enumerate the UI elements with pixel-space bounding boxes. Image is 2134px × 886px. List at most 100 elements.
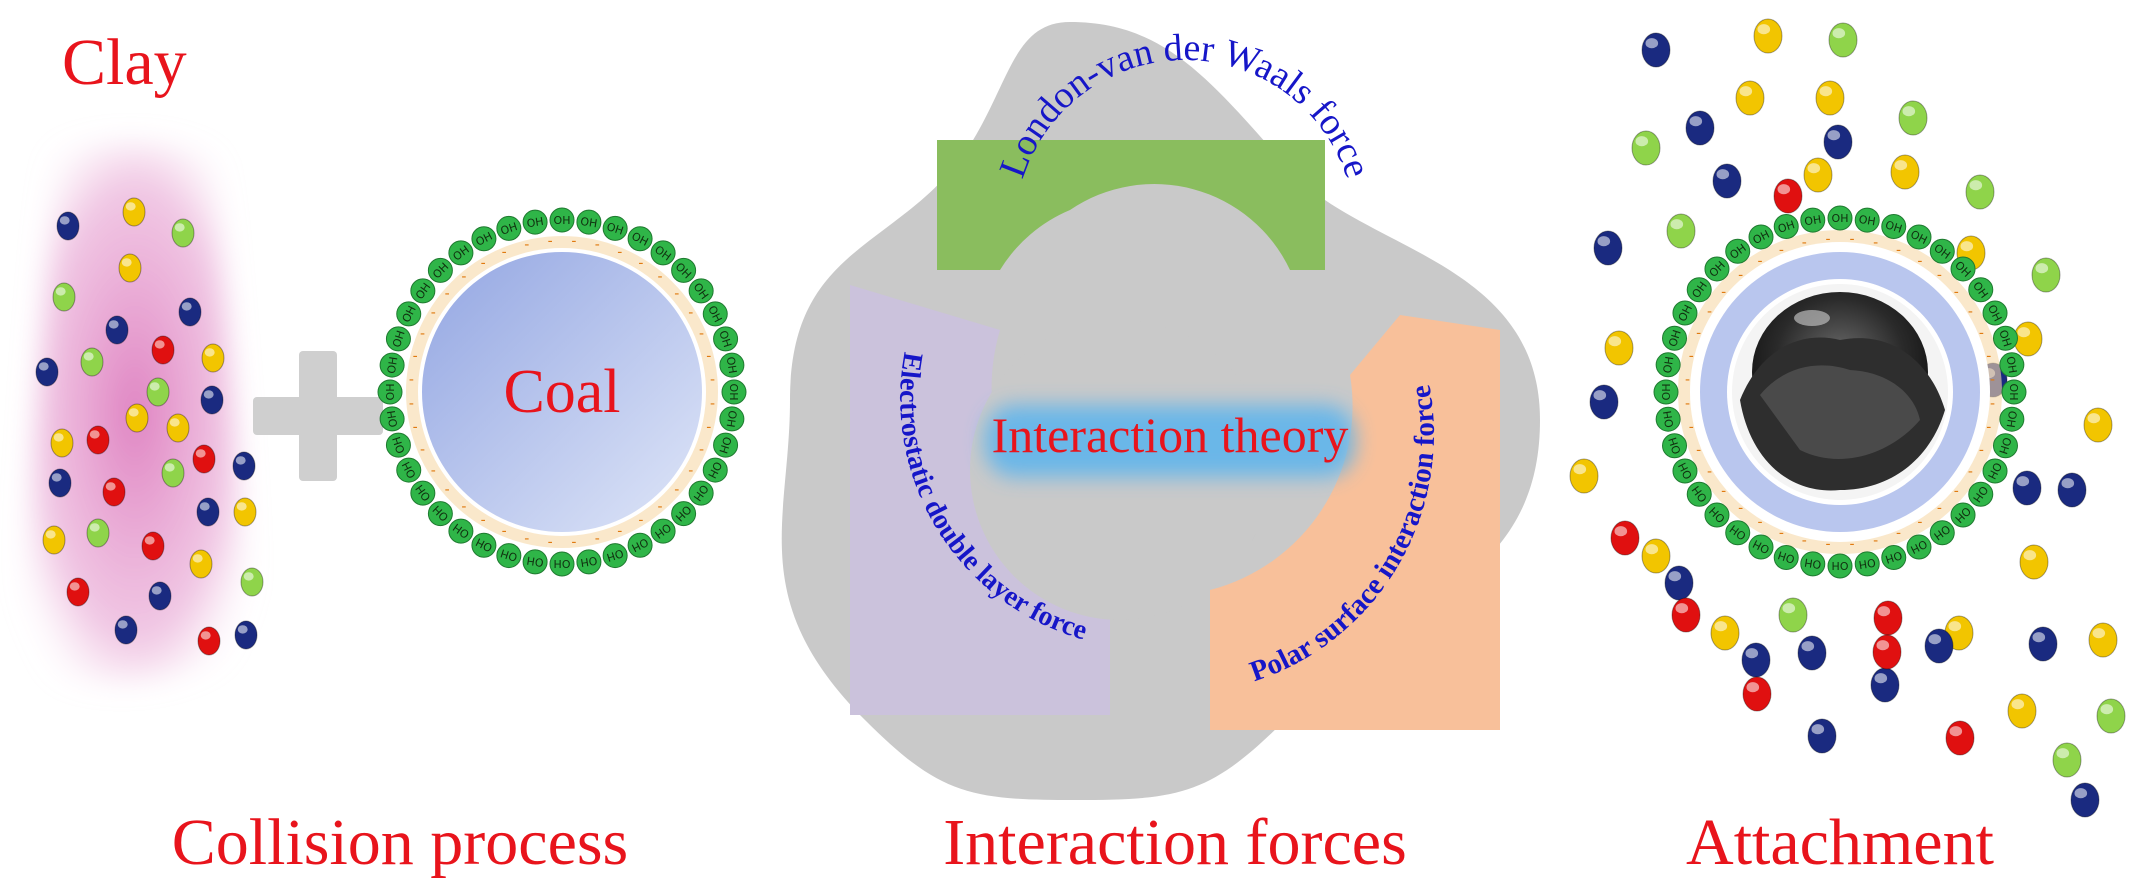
oh-group: OH (1672, 458, 1698, 484)
particle (50, 428, 74, 458)
charge-mark: - (502, 244, 507, 260)
particle (1742, 676, 1772, 712)
charge-mark: - (409, 372, 414, 388)
particle (1641, 538, 1671, 574)
charge-mark: - (617, 524, 622, 540)
oh-group: OH (1773, 214, 1799, 240)
charge-mark: - (1689, 348, 1694, 364)
svg-text:OH: OH (1661, 410, 1676, 429)
oh-group: OH (702, 301, 728, 327)
svg-text:OH: OH (385, 409, 400, 428)
svg-text:OH: OH (1661, 355, 1676, 374)
charge-mark: - (706, 419, 711, 435)
oh-group: OH (1968, 481, 1994, 507)
particle (2007, 693, 2037, 729)
particle (178, 297, 202, 327)
oh-group: OH (602, 215, 628, 241)
particle (189, 549, 213, 579)
svg-text:OH: OH (2004, 410, 2019, 429)
charge-mark: - (1779, 525, 1784, 541)
charge-mark: - (431, 463, 436, 479)
particle (233, 497, 257, 527)
oh-group: OH (1881, 214, 1907, 240)
svg-text:OH: OH (1858, 213, 1877, 228)
charge-mark: - (1990, 396, 1995, 412)
oh-group: OH (1704, 256, 1730, 282)
particle (102, 477, 126, 507)
attached-oh-ring: OH-OH-OH-OH-OH-OH-OH-OH-OH-OH-OH-OH-OH-O… (1653, 205, 2027, 579)
oh-group: OH (1929, 238, 1955, 264)
oh-group: OH (1982, 300, 2008, 326)
charge-mark: - (658, 269, 663, 285)
charge-mark: - (413, 419, 418, 435)
oh-group: OH (1662, 325, 1688, 351)
particle (1569, 458, 1599, 494)
oh-group: OH (1655, 406, 1681, 432)
particle (2088, 622, 2118, 658)
oh-group: OH (471, 532, 497, 558)
particle (196, 497, 220, 527)
charge-mark: - (1802, 235, 1807, 251)
oh-group: OH (522, 549, 548, 575)
oh-group: OH (671, 257, 697, 283)
charge-mark: - (1738, 268, 1743, 284)
particle (2052, 742, 2082, 778)
oh-group: OH (410, 278, 436, 304)
oh-group: OH (576, 209, 602, 235)
particle (1641, 32, 1671, 68)
charge-mark: - (1689, 420, 1694, 436)
particle (151, 335, 175, 365)
svg-text:OH: OH (390, 435, 408, 455)
svg-text:OH: OH (1996, 436, 2014, 456)
oh-group: OH (1881, 544, 1907, 570)
charge-mark: - (481, 255, 486, 271)
oh-group: OH (1992, 433, 2018, 459)
oh-group: OH (1773, 544, 1799, 570)
charge-mark: - (658, 499, 663, 515)
svg-text:OH: OH (1832, 559, 1849, 572)
particle (1710, 615, 1740, 651)
particle (122, 197, 146, 227)
svg-text:OH: OH (1666, 436, 1684, 456)
particle (201, 343, 225, 373)
particle (1945, 720, 1975, 756)
charge-mark: - (1849, 537, 1854, 553)
oh-group: OH (379, 406, 405, 432)
charge-mark: - (571, 233, 576, 249)
oh-group: OH (496, 215, 522, 241)
particle (1965, 174, 1995, 210)
oh-group: OH (549, 551, 575, 577)
oh-group: OH (385, 432, 411, 458)
oh-group: OH (1827, 205, 1853, 231)
collision-process-label: Collision process (172, 806, 629, 879)
particle (240, 567, 264, 597)
particle (2019, 544, 2049, 580)
oh-group: OH (1950, 256, 1976, 282)
oh-group: OH (471, 226, 497, 252)
charge-mark: - (502, 524, 507, 540)
charge-mark: - (1758, 514, 1763, 530)
charge-mark: - (1721, 483, 1726, 499)
oh-group: OH (688, 278, 714, 304)
charge-mark: - (571, 535, 576, 551)
charge-mark: - (638, 255, 643, 271)
oh-group: OH (627, 532, 653, 558)
charge-mark: - (1721, 285, 1726, 301)
particle (66, 577, 90, 607)
oh-group: OH (496, 543, 522, 569)
particle (148, 581, 172, 611)
svg-text:OH: OH (1884, 548, 1904, 566)
charge-mark: - (595, 531, 600, 547)
particle (234, 620, 258, 650)
coal-label: Coal (503, 358, 620, 426)
particle (2013, 321, 2043, 357)
charge-mark: - (1937, 500, 1942, 516)
particle (118, 253, 142, 283)
particle (1870, 667, 1900, 703)
oh-group: OH (396, 457, 422, 483)
oh-group: OH (1968, 277, 1994, 303)
svg-text:OH: OH (727, 384, 740, 401)
oh-group: OH (2001, 379, 2027, 405)
oh-group: OH (1725, 520, 1751, 546)
particle (1589, 384, 1619, 420)
